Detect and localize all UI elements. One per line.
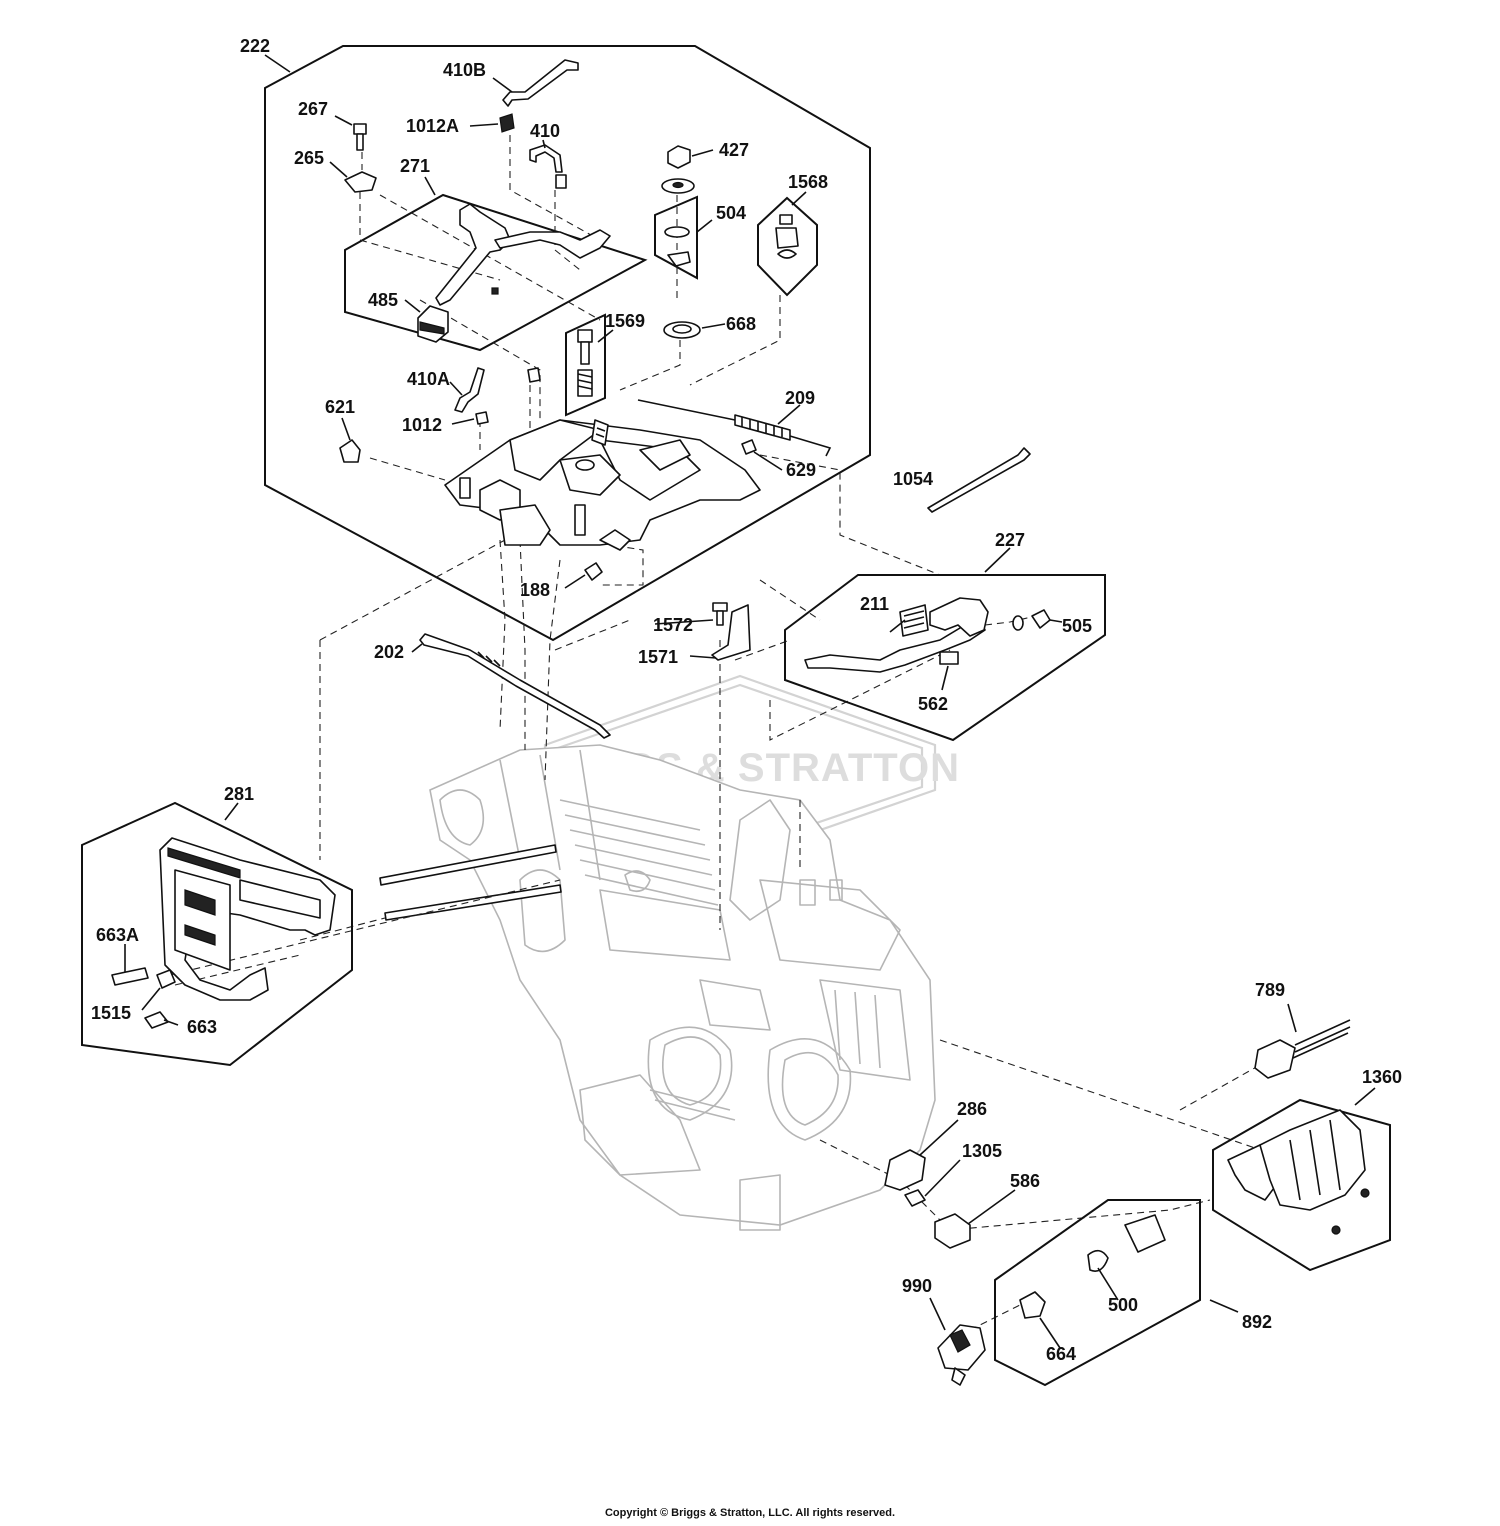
callout-1569[interactable]: 1569 bbox=[605, 311, 645, 331]
part-1012-bushing bbox=[475, 411, 489, 425]
part-265-clip bbox=[344, 171, 377, 193]
part-663a-bolt bbox=[111, 967, 149, 986]
part-1012a-bushing bbox=[499, 113, 515, 133]
part-202-rod bbox=[419, 633, 611, 739]
callouts: 222 410B 267 1012A 410 427 265 271 504 1… bbox=[91, 36, 1402, 1364]
callout-621[interactable]: 621 bbox=[325, 397, 355, 417]
part-410-bushing bbox=[555, 174, 567, 189]
callout-663[interactable]: 663 bbox=[187, 1017, 217, 1037]
assembly-outline-892 bbox=[994, 1199, 1201, 1387]
part-664-nut bbox=[1019, 1291, 1046, 1319]
part-1572-screw bbox=[712, 602, 728, 626]
callout-286[interactable]: 286 bbox=[957, 1099, 987, 1119]
assembly-outline-1569 bbox=[565, 313, 606, 417]
part-500-switch bbox=[1124, 1214, 1166, 1253]
part-410a-link bbox=[454, 367, 485, 413]
part-209-spring bbox=[637, 399, 832, 457]
part-668-seal bbox=[663, 321, 701, 339]
part-629-nut bbox=[741, 439, 757, 455]
leader-892 bbox=[1209, 1299, 1239, 1313]
part-1569-bolt bbox=[577, 329, 593, 397]
part-281-cover bbox=[159, 837, 336, 1001]
part-505-nut bbox=[1031, 609, 1051, 629]
callout-410[interactable]: 410 bbox=[530, 121, 560, 141]
part-286-bracket bbox=[884, 1149, 926, 1191]
callout-188[interactable]: 188 bbox=[520, 580, 550, 600]
callout-209[interactable]: 209 bbox=[785, 388, 815, 408]
callout-629[interactable]: 629 bbox=[786, 460, 816, 480]
callout-1054[interactable]: 1054 bbox=[893, 469, 933, 489]
assembly-outline-227 bbox=[784, 574, 1106, 742]
callout-267[interactable]: 267 bbox=[298, 99, 328, 119]
callout-504[interactable]: 504 bbox=[716, 203, 746, 223]
part-427-nut bbox=[661, 145, 695, 194]
leader-1360 bbox=[1354, 1087, 1376, 1106]
part-188-screw bbox=[584, 562, 603, 581]
callout-586[interactable]: 586 bbox=[1010, 1171, 1040, 1191]
assembly-outline-1360 bbox=[1212, 1098, 1391, 1272]
assembly-outline-222 bbox=[264, 45, 871, 642]
callout-663a[interactable]: 663A bbox=[96, 925, 139, 945]
callout-505[interactable]: 505 bbox=[1062, 616, 1092, 636]
callout-562[interactable]: 562 bbox=[918, 694, 948, 714]
callout-265[interactable]: 265 bbox=[294, 148, 324, 168]
leader-222 bbox=[264, 54, 291, 73]
callout-1305[interactable]: 1305 bbox=[962, 1141, 1002, 1161]
assembly-outline-504 bbox=[654, 195, 698, 280]
callout-1572[interactable]: 1572 bbox=[653, 615, 693, 635]
callout-1571[interactable]: 1571 bbox=[638, 647, 678, 667]
callout-1012[interactable]: 1012 bbox=[402, 415, 442, 435]
callout-1012a[interactable]: 1012A bbox=[406, 116, 459, 136]
engine-block-ghost bbox=[429, 744, 936, 1231]
callout-202[interactable]: 202 bbox=[374, 642, 404, 662]
callout-227[interactable]: 227 bbox=[995, 530, 1025, 550]
part-1360-starter bbox=[1227, 1109, 1370, 1235]
control-bracket bbox=[444, 419, 761, 551]
leader-281 bbox=[224, 802, 239, 821]
part-1305-screw bbox=[904, 1189, 926, 1207]
callout-1515[interactable]: 1515 bbox=[91, 1003, 131, 1023]
callout-410a[interactable]: 410A bbox=[407, 369, 450, 389]
assembly-outline-271 bbox=[344, 193, 648, 352]
governor-rods bbox=[379, 844, 562, 921]
copyright-notice: Copyright © Briggs & Stratton, LLC. All … bbox=[604, 1507, 896, 1519]
callout-1568[interactable]: 1568 bbox=[788, 172, 828, 192]
part-410-link bbox=[529, 144, 563, 173]
part-586-fitting bbox=[934, 1213, 971, 1249]
callout-211[interactable]: 211 bbox=[860, 594, 889, 614]
part-990-key-switch bbox=[937, 1324, 986, 1386]
callout-500[interactable]: 500 bbox=[1108, 1295, 1138, 1315]
part-789-harness bbox=[1254, 1019, 1351, 1079]
part-271-lever bbox=[435, 203, 611, 306]
callout-789[interactable]: 789 bbox=[1255, 980, 1285, 1000]
leader-227 bbox=[984, 547, 1011, 573]
part-410b-link bbox=[502, 59, 579, 107]
part-504-washer bbox=[664, 226, 690, 238]
callout-892[interactable]: 892 bbox=[1242, 1312, 1272, 1332]
part-1515-nut bbox=[156, 969, 176, 989]
callout-1360[interactable]: 1360 bbox=[1362, 1067, 1402, 1087]
alignment-lines-top bbox=[169, 135, 1291, 1331]
callout-222[interactable]: 222 bbox=[240, 36, 270, 56]
callout-485[interactable]: 485 bbox=[368, 290, 398, 310]
part-1568-fitting bbox=[775, 214, 799, 259]
part-621-clip bbox=[339, 439, 361, 463]
callout-668[interactable]: 668 bbox=[726, 314, 756, 334]
part-227-linkage bbox=[804, 597, 989, 673]
part-1054-cable-tie bbox=[927, 447, 1031, 513]
assembly-outline-281 bbox=[81, 801, 353, 1067]
callout-leaders bbox=[124, 77, 1297, 1349]
part-505-washer bbox=[1012, 615, 1024, 631]
part-1571-bracket bbox=[711, 604, 751, 661]
part-267-screw bbox=[353, 123, 367, 151]
callout-271[interactable]: 271 bbox=[400, 156, 430, 176]
assembly-outline-1568 bbox=[757, 196, 818, 297]
callout-281[interactable]: 281 bbox=[224, 784, 254, 804]
part-500-oring bbox=[1087, 1249, 1109, 1272]
callout-427[interactable]: 427 bbox=[719, 140, 749, 160]
callout-990[interactable]: 990 bbox=[902, 1276, 932, 1296]
callout-664[interactable]: 664 bbox=[1046, 1344, 1076, 1364]
callout-410b[interactable]: 410B bbox=[443, 60, 486, 80]
